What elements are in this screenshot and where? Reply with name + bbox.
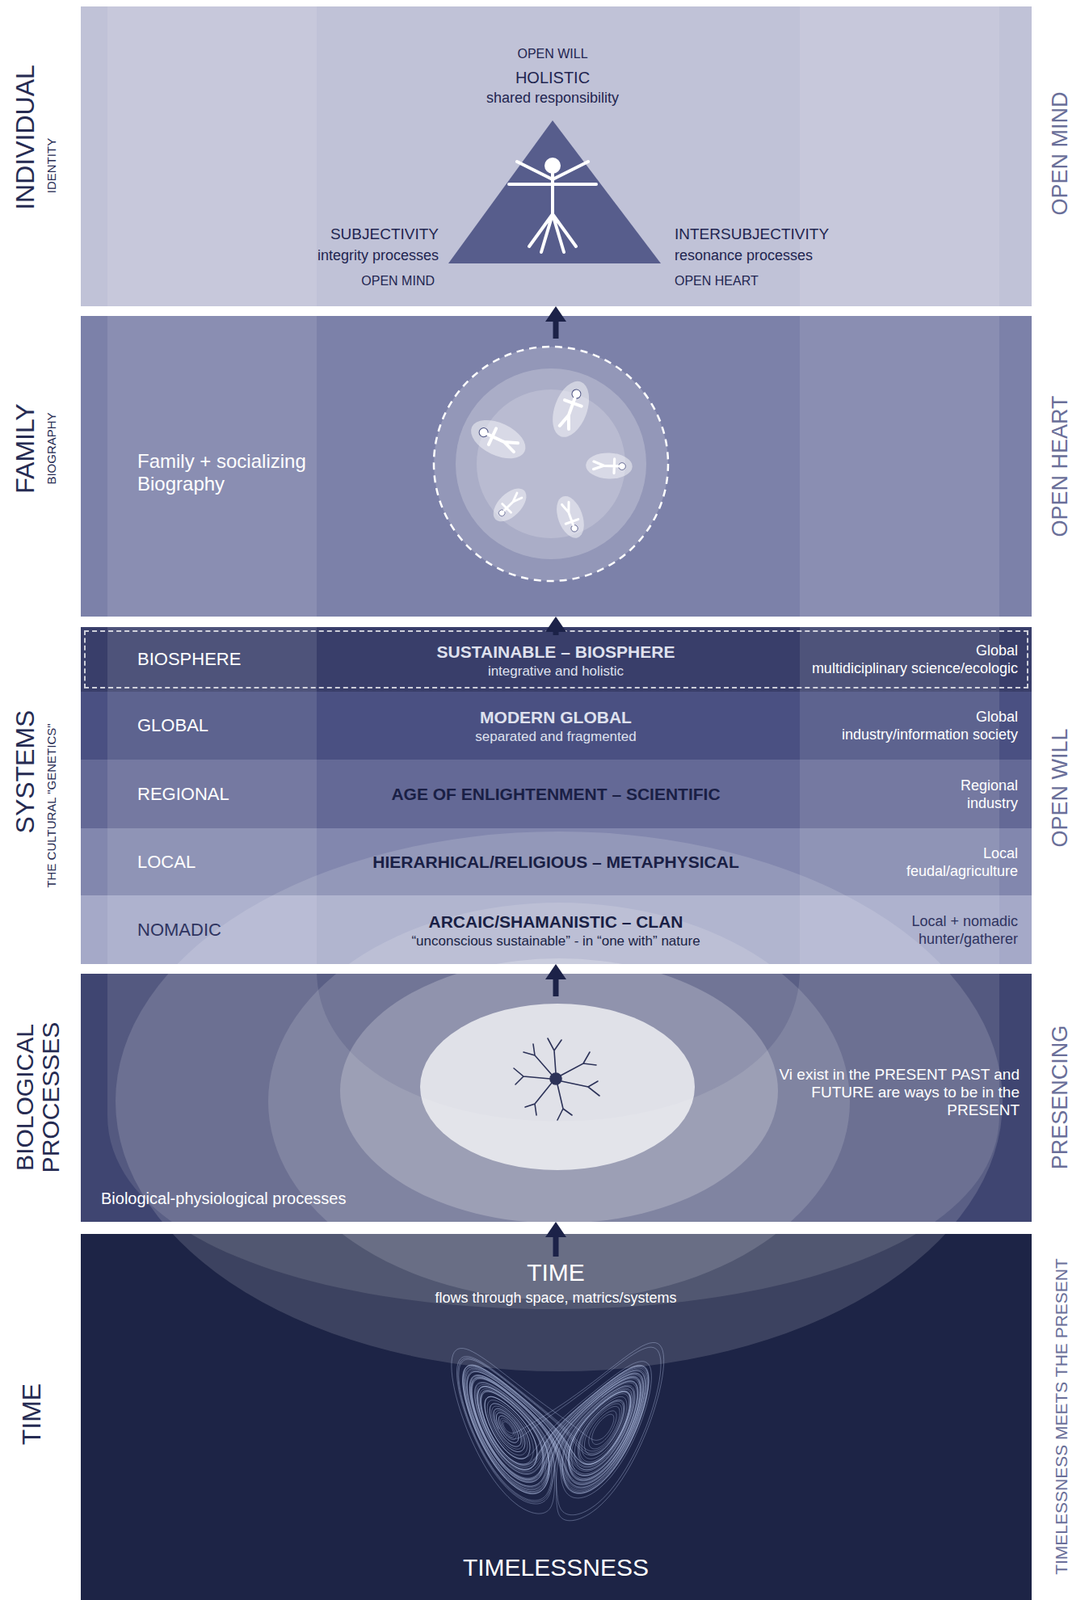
label-text: Regional bbox=[960, 776, 1018, 794]
family-circle bbox=[433, 346, 669, 581]
side-label: BIOLOGICAL PROCESSES bbox=[12, 979, 64, 1215]
flow-arrow bbox=[545, 963, 567, 997]
label-text: Vi exist in the PRESENT PAST and FUTURE … bbox=[761, 1065, 1020, 1119]
label-text: hunter/gatherer bbox=[918, 929, 1018, 947]
label-text: resonance processes bbox=[674, 247, 813, 265]
local-row: LOCAL HIERARHICAL/RELIGIOUS – METAPHYSICA… bbox=[80, 828, 1032, 896]
biological-band: BIOLOGICAL PROCESSESBiological-physiolog… bbox=[80, 973, 1032, 1222]
label-text: OPEN WILL bbox=[517, 46, 588, 62]
side-label: OPEN MIND bbox=[1048, 91, 1072, 215]
side-label: THE CULTURAL "GENETICS" bbox=[45, 723, 59, 888]
side-label: SYSTEMS bbox=[12, 710, 40, 834]
ring-2 bbox=[268, 902, 850, 1300]
label-text: industry/information society bbox=[841, 726, 1018, 744]
neuron bbox=[513, 1038, 600, 1120]
arrow-head bbox=[545, 306, 567, 322]
label-text: HIERARHICAL/RELIGIOUS – METAPHYSICAL bbox=[372, 851, 739, 871]
lorenz-attractor bbox=[451, 1342, 665, 1521]
label-text: “unconscious sustainable” - in “one with… bbox=[411, 933, 700, 950]
arrow-head bbox=[545, 1221, 567, 1237]
global-row: GLOBAL MODERN GLOBALseparated and fragmen… bbox=[80, 691, 1032, 760]
side-label: TIME bbox=[18, 1383, 47, 1445]
label-text: TIMELESSNESS bbox=[462, 1553, 649, 1582]
time-band: TIMETIMEflows through space, matrics/sys… bbox=[80, 1233, 1032, 1600]
attractor-curve bbox=[451, 1342, 665, 1521]
label-text: integrity processes bbox=[317, 247, 439, 265]
flow-arrow bbox=[545, 616, 567, 635]
holistic-triangle: OPEN WILL HOLISTICshared responsibilitySU… bbox=[266, 32, 849, 299]
label-text: GLOBAL bbox=[137, 714, 209, 736]
label-text: flows through space, matrics/systems bbox=[434, 1289, 677, 1307]
family-band: FAMILYBIOGRAPHYFamily + socializing Biog… bbox=[80, 315, 1032, 617]
side-label: INDIVIDUAL bbox=[12, 64, 40, 211]
label-text: Global bbox=[975, 642, 1018, 660]
side-label: OPEN HEART bbox=[1048, 395, 1072, 537]
u-overlay bbox=[107, 6, 1000, 1309]
label-text: OPEN MIND bbox=[361, 273, 435, 289]
side-label: TIMELESSNESS MEETS THE PRESENT bbox=[1052, 1257, 1071, 1575]
label-text: separated and fragmented bbox=[475, 728, 636, 745]
arrow-shaft bbox=[553, 319, 560, 339]
label-text: SUSTAINABLE – BIOSPHERE bbox=[437, 642, 676, 662]
label-text: TIME bbox=[526, 1258, 585, 1287]
individual-band: OPEN WILL HOLISTICshared responsibilitySU… bbox=[80, 6, 1032, 307]
label-text: NOMADIC bbox=[137, 919, 222, 940]
label-text: industry bbox=[967, 794, 1018, 812]
label-text: REGIONAL bbox=[137, 783, 230, 804]
label-text: shared responsibility bbox=[486, 89, 619, 107]
ring-outer bbox=[115, 831, 1003, 1371]
flow-arrow bbox=[545, 306, 567, 339]
label-text: Biological-physiological processes bbox=[100, 1189, 347, 1208]
label-text: ARCAIC/SHAMANISTIC – CLAN bbox=[428, 911, 684, 931]
label-text: SUBJECTIVITY bbox=[330, 225, 439, 244]
flow-arrow bbox=[545, 1221, 567, 1257]
label-text: LOCAL bbox=[137, 851, 196, 872]
arrow-shaft bbox=[553, 629, 560, 635]
triangle-shape bbox=[448, 120, 661, 264]
side-label: FAMILY bbox=[12, 403, 40, 493]
label-text: AGE OF ENLIGHTENMENT – SCIENTIFIC bbox=[391, 783, 720, 804]
label-text: BIOSPHERE bbox=[137, 648, 241, 669]
label-text: Family + socializing Biography bbox=[137, 449, 356, 495]
label-text: INTERSUBJECTIVITY bbox=[674, 225, 829, 244]
label-text: feudal/agriculture bbox=[906, 861, 1018, 879]
side-label: PRESENCING bbox=[1048, 1025, 1072, 1170]
label-text: HOLISTIC bbox=[515, 68, 590, 88]
systems-band: BIOSPHERE SUSTAINABLE – BIOSPHEREintegrat… bbox=[80, 626, 1032, 964]
label-text: MODERN GLOBAL bbox=[479, 707, 632, 728]
arrow-head bbox=[545, 963, 567, 980]
arrow-shaft bbox=[553, 1234, 560, 1257]
regional-row: REGIONAL AGE OF ENLIGHTENMENT – SCIENTIFI… bbox=[80, 759, 1032, 829]
label-text: Local bbox=[983, 844, 1018, 862]
vitruvian-figure bbox=[508, 159, 597, 253]
label-text: integrative and holistic bbox=[487, 663, 624, 680]
ring-3 bbox=[340, 958, 778, 1224]
side-label: IDENTITY bbox=[45, 138, 59, 194]
ring-inner bbox=[420, 1003, 695, 1170]
label-text: OPEN HEART bbox=[674, 273, 759, 289]
biosphere-row: BIOSPHERE SUSTAINABLE – BIOSPHEREintegrat… bbox=[80, 626, 1032, 692]
arrow-shaft bbox=[553, 976, 560, 997]
arrow-head bbox=[545, 616, 567, 632]
label-text: multidiciplinary science/ecologic bbox=[811, 660, 1018, 677]
nomadic-row: NOMADIC ARCAIC/SHAMANISTIC – CLAN “unconsc… bbox=[80, 895, 1032, 964]
side-label: BIOGRAPHY bbox=[45, 412, 59, 484]
label-text: Global bbox=[975, 708, 1018, 726]
label-text: Local + nomadic bbox=[911, 912, 1018, 930]
side-label: OPEN WILL bbox=[1048, 727, 1072, 847]
